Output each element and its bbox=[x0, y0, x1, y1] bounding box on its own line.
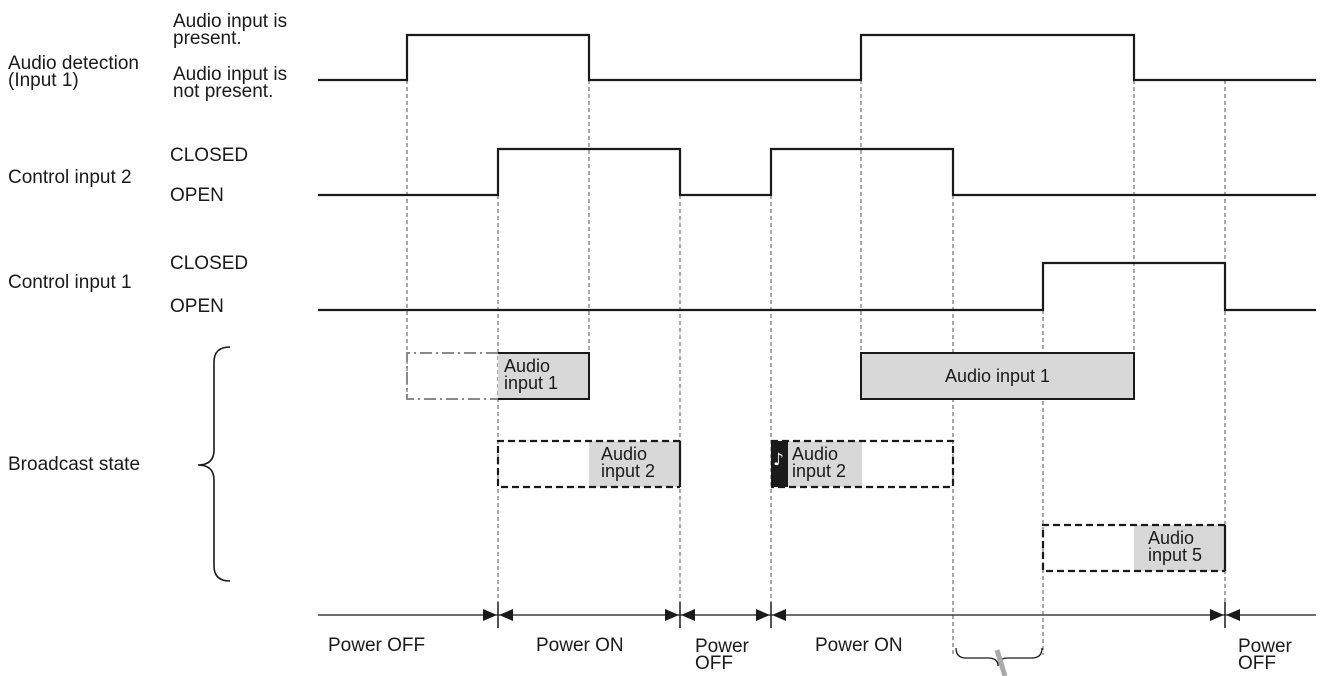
control-input-2-closed-label: CLOSED bbox=[170, 145, 249, 166]
audio-detection-waveform bbox=[318, 33, 1316, 82]
power-on-2-label: Power ON bbox=[815, 635, 903, 656]
box-audio-input-1-long: Audio input 1 bbox=[944, 366, 1051, 386]
music-note-icon: ♪ bbox=[773, 450, 784, 470]
power-off-1-label: Power OFF bbox=[328, 635, 426, 656]
audio-absent-label: Audio input is not present. bbox=[173, 64, 288, 102]
broadcast-state-brace bbox=[197, 346, 231, 582]
audio-detection-label: Audio detection (Input 1) bbox=[8, 53, 139, 91]
control-input-2-open-label: OPEN bbox=[170, 185, 224, 206]
control-input-2-waveform bbox=[318, 147, 1316, 197]
broadcast-state-label: Broadcast state bbox=[8, 454, 141, 475]
control-input-1-label: Control input 1 bbox=[8, 272, 132, 293]
control-input-1-closed-label: CLOSED bbox=[170, 253, 249, 274]
audio-present-label: Audio input is present. bbox=[173, 11, 288, 49]
control-input-1-open-label: OPEN bbox=[170, 296, 224, 317]
control-input-1-waveform bbox=[318, 261, 1316, 312]
control-input-2-label: Control input 2 bbox=[8, 167, 132, 188]
interval-pointer bbox=[994, 649, 1008, 676]
power-timeline bbox=[318, 602, 1316, 628]
power-on-1-label: Power ON bbox=[536, 635, 624, 656]
interval-brace bbox=[955, 647, 1043, 667]
